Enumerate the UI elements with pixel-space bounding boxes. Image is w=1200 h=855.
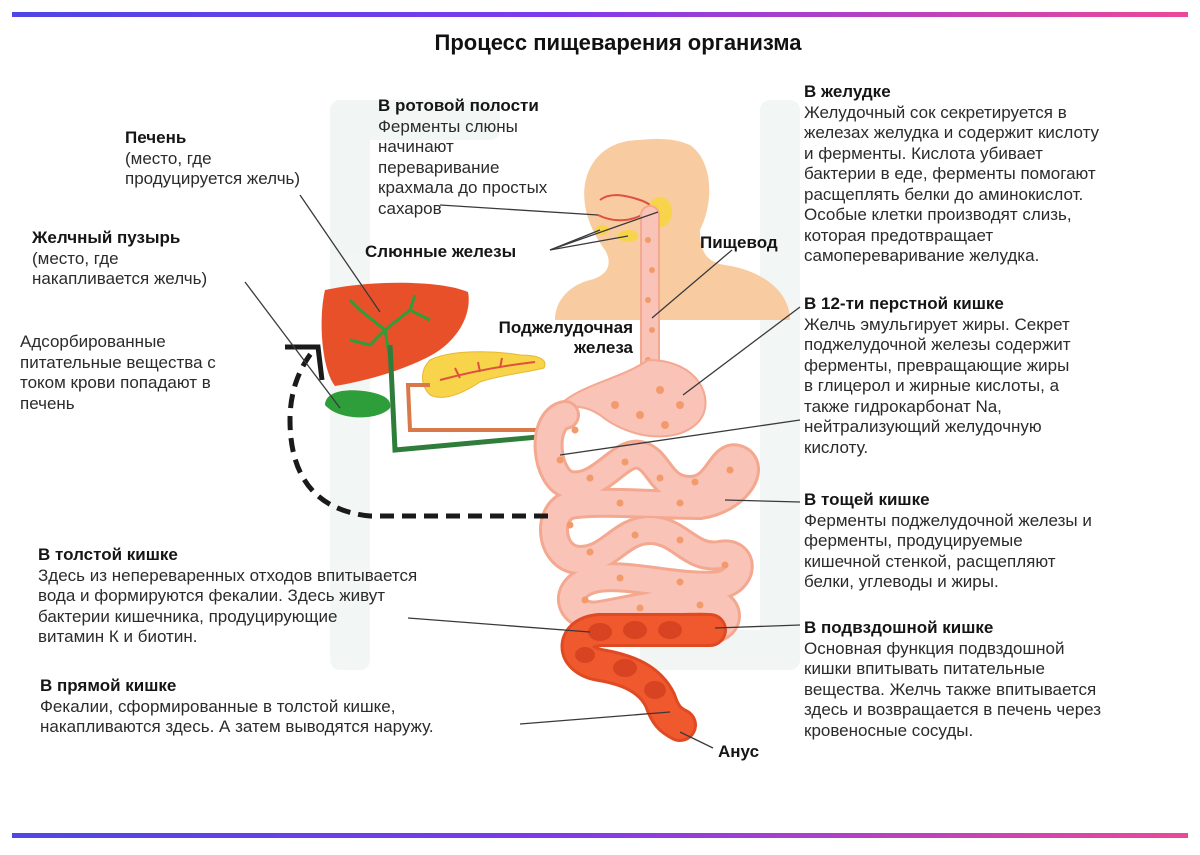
label-colon-text: Здесь из непереваренных отходов впитывае…: [38, 565, 418, 647]
label-ileum: В подвздошной кишке Основная функция под…: [804, 618, 1101, 741]
label-gallbladder-text: (место, где накапливается желчь): [32, 248, 208, 289]
label-duodenum-text: Желчь эмульгирует жиры. Секрет поджелудо…: [804, 314, 1071, 457]
label-ileum-text: Основная функция подвздошной кишки впиты…: [804, 638, 1102, 740]
blood-return-arrowhead: [285, 344, 325, 381]
label-liver-heading: Печень: [125, 128, 187, 147]
label-ileum-heading: В подвздошной кишке: [804, 618, 994, 637]
label-stomach-text: Желудочный сок секретируется в железах ж…: [804, 102, 1100, 266]
label-stomach-heading: В желудке: [804, 82, 891, 101]
label-mouth: В ротовой полости Ферменты слюны начинаю…: [378, 96, 547, 219]
label-gallbladder: Желчный пузырь (место, где накапливается…: [32, 228, 207, 290]
page-title: Процесс пищеварения организма: [434, 30, 802, 55]
blood-return-path: [287, 350, 548, 519]
leader-lines: [244, 194, 801, 749]
watermark: [330, 100, 800, 670]
label-gallbladder-heading: Желчный пузырь: [32, 228, 181, 247]
label-mouth-text: Ферменты слюны начинают переваривание кр…: [378, 116, 548, 218]
gallbladder: [325, 390, 391, 418]
liver: [321, 282, 469, 386]
head-silhouette: [555, 138, 790, 320]
label-jejunum-text: Ферменты поджелудочной железы и ферменты…: [804, 510, 1092, 592]
label-stomach: В желудке Желудочный сок секретируется в…: [804, 82, 1099, 267]
label-anus: Анус: [718, 742, 760, 761]
large-intestine: [560, 613, 727, 742]
label-absorbed-text: Адсорбированные питательные вещества с т…: [20, 332, 216, 413]
bottom-accent-bar: [12, 833, 1188, 838]
stomach: [553, 358, 707, 441]
pancreas: [422, 351, 546, 398]
label-colon-heading: В толстой кишке: [38, 545, 178, 564]
pancreatic-duct: [405, 383, 560, 432]
label-liver: Печень (место, где продуцируется желчь): [125, 128, 300, 190]
label-pancreas: Поджелудочная железа: [498, 318, 633, 357]
bile-duct: [387, 344, 561, 453]
label-jejunum-heading: В тощей кишке: [804, 490, 930, 509]
label-liver-text: (место, где продуцируется желчь): [125, 148, 301, 189]
label-rectum-text: Фекалии, сформированные в толстой кишке,…: [40, 696, 434, 737]
label-jejunum: В тощей кишке Ферменты поджелудочной жел…: [804, 490, 1092, 593]
label-duodenum-heading: В 12-ти перстной кишке: [804, 294, 1004, 313]
label-salivary-glands: Слюнные железы: [365, 242, 517, 261]
top-accent-bar: [12, 12, 1188, 17]
label-absorbed: Адсорбированные питательные вещества с т…: [20, 332, 216, 414]
small-intestine: [533, 400, 760, 645]
label-esophagus: Пищевод: [700, 233, 778, 252]
label-duodenum: В 12-ти перстной кишке Желчь эмульгирует…: [804, 294, 1071, 458]
label-mouth-heading: В ротовой полости: [378, 96, 539, 115]
label-colon: В толстой кишке Здесь из непереваренных …: [38, 545, 417, 648]
label-rectum-heading: В прямой кишке: [40, 676, 177, 695]
label-rectum: В прямой кишке Фекалии, сформированные в…: [40, 676, 434, 738]
